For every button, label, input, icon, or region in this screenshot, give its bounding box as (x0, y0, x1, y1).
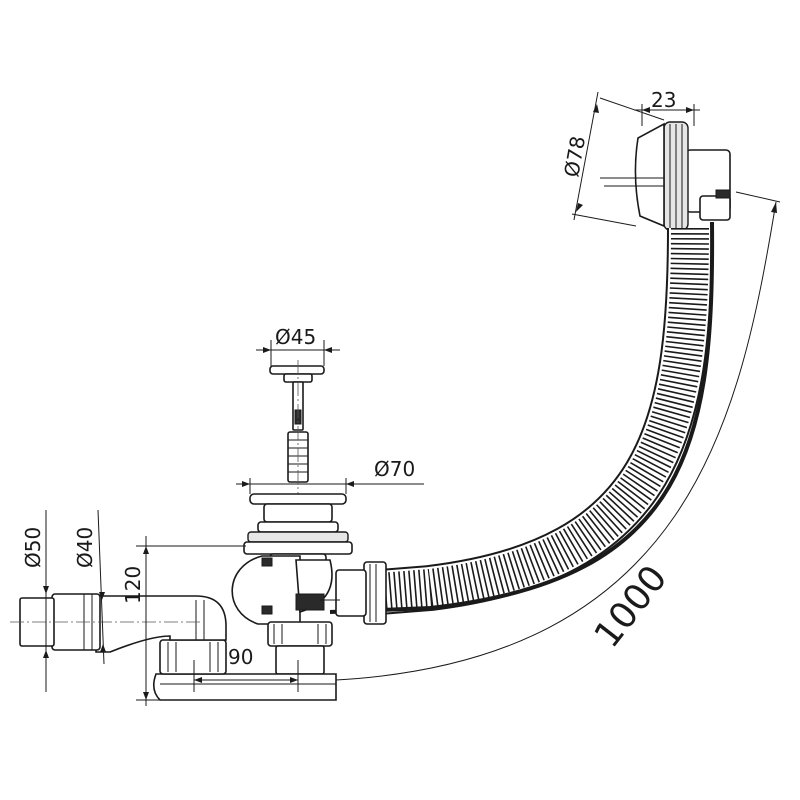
label-outlet-inner-diameter: Ø40 (73, 527, 97, 568)
dim-trap-offset: 90 (193, 645, 299, 692)
label-hose-length: 1000 (587, 558, 676, 655)
dim-overflow-width: 23 (634, 88, 700, 126)
label-overflow-diameter: Ø78 (559, 134, 590, 179)
dim-outlet-outer-diameter: Ø50 (21, 510, 49, 692)
label-plug-diameter: Ø45 (275, 325, 316, 349)
label-drain-diameter: Ø70 (374, 457, 415, 481)
label-trap-height: 120 (121, 566, 145, 604)
dim-plug-diameter: Ø45 (256, 325, 340, 366)
label-trap-offset: 90 (228, 645, 253, 669)
dim-outlet-inner-diameter: Ø40 (73, 509, 106, 665)
plug-assembly (269, 365, 325, 483)
label-outlet-outer-diameter: Ø50 (21, 527, 45, 568)
dim-trap-height: 120 (121, 536, 246, 706)
overflow-head (600, 121, 731, 231)
label-overflow-width: 23 (651, 88, 676, 112)
hose-connector (335, 561, 387, 625)
dim-overflow-diameter: Ø78 (559, 91, 665, 227)
dim-drain-diameter: Ø70 (236, 457, 424, 494)
corrugated-hose (329, 221, 715, 615)
